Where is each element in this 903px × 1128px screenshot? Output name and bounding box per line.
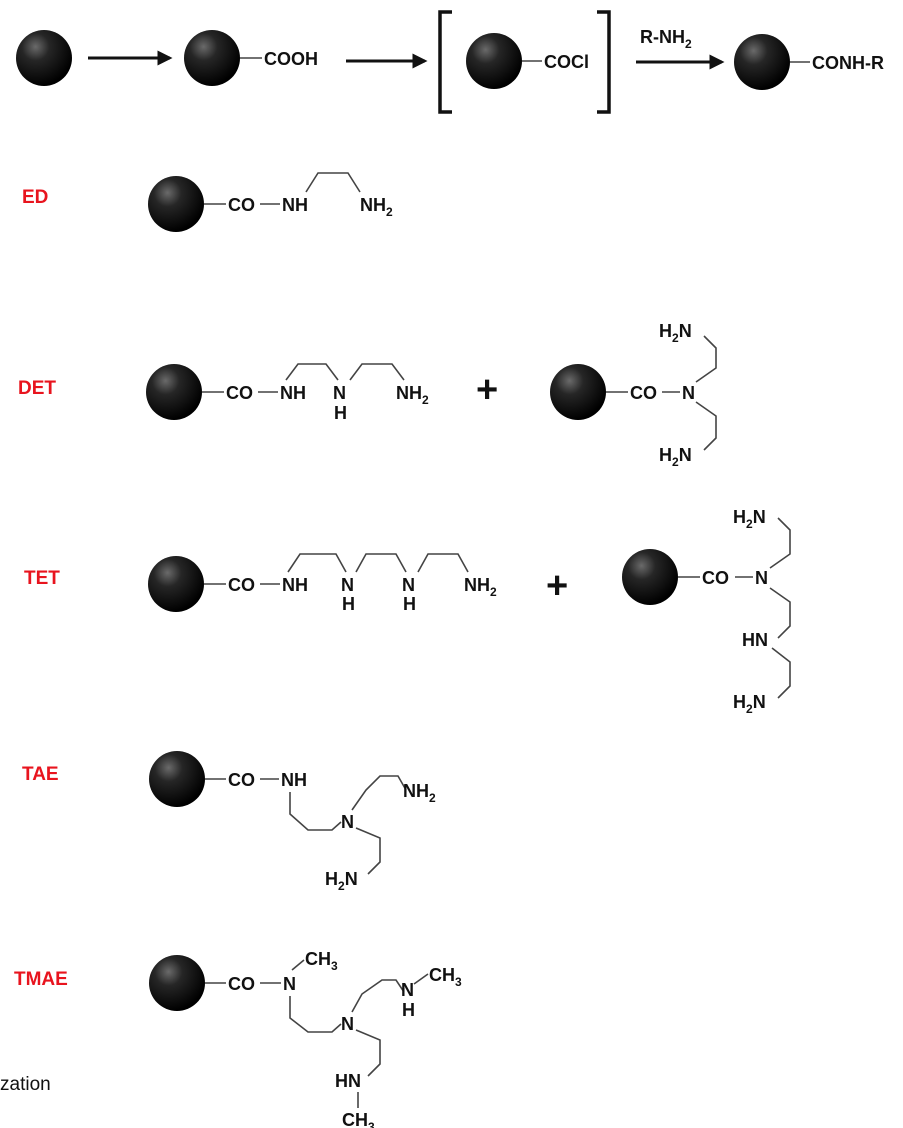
carbonyl: CO (228, 195, 255, 215)
amine-det: DET CO NH N H NH2 + CO N H2N H2N (18, 321, 717, 469)
tertiary-n: N (341, 1014, 354, 1034)
nanoparticle (149, 955, 205, 1011)
methyl-n: N (283, 974, 296, 994)
nanoparticle (148, 556, 204, 612)
methyl-bond (413, 973, 429, 985)
plus-sign: + (476, 369, 498, 411)
ethylene-bridge (417, 553, 469, 573)
secondary-hn: HN (742, 630, 768, 650)
carbonyl: CO (228, 770, 255, 790)
amine-nh2: NH2 (396, 383, 429, 407)
nanoparticle (184, 30, 240, 86)
conh-r-group: CONH-R (812, 53, 884, 73)
secondary-h: H (402, 1000, 415, 1020)
amine-nh2: NH2 (360, 195, 393, 219)
amine-label-tet: TET (24, 568, 60, 589)
secondary-h: H (403, 594, 416, 614)
tertiary-n: N (755, 568, 768, 588)
ethylene-bridge (349, 363, 405, 381)
tertiary-n: N (341, 812, 354, 832)
caption-fragment: zation (0, 1074, 51, 1095)
nanoparticle (149, 751, 205, 807)
amide-nh: NH (281, 770, 307, 790)
methyl-group: CH3 (342, 1110, 375, 1128)
amine-label-tae: TAE (22, 764, 59, 785)
secondary-n: N (333, 383, 346, 403)
methyl-bond (291, 959, 305, 971)
ethylene-bridge (289, 996, 342, 1033)
bracket-right (597, 10, 611, 114)
reagent-label: R-NH2 (640, 27, 692, 51)
amine-ed: ED CO NH NH2 (22, 172, 393, 232)
terminal-h2n: H2N (733, 507, 766, 531)
amine-label-ed: ED (22, 187, 48, 208)
carbonyl: CO (228, 974, 255, 994)
methyl-group: CH3 (429, 965, 462, 989)
carbonyl: CO (702, 568, 729, 588)
ethyl-arm-lower (355, 827, 381, 875)
nanoparticle (734, 34, 790, 90)
ethylene-bridge (355, 553, 407, 573)
ethyl-arm-lower (695, 401, 717, 451)
ethylene-bridge (287, 553, 347, 573)
amine-tet: TET CO NH N H N H NH2 + CO N H2N HN H2N (24, 507, 791, 716)
terminal-h2n: H2N (659, 445, 692, 469)
nanoparticle (148, 176, 204, 232)
amine-tae: TAE CO NH N NH2 H2N (22, 751, 436, 893)
nanoparticle (146, 364, 202, 420)
ethyl-arm-upper (351, 775, 407, 811)
terminal-h2n: H2N (733, 692, 766, 716)
methyl-n: N (401, 980, 414, 1000)
amine-label-tmae: TMAE (14, 969, 68, 990)
terminal-h2n: H2N (325, 869, 358, 893)
tertiary-n: N (682, 383, 695, 403)
cooh-group: COOH (264, 49, 318, 69)
plus-sign: + (546, 565, 568, 607)
ethyl-arm-lower (355, 1029, 381, 1077)
carbonyl: CO (228, 575, 255, 595)
bracket-left (438, 10, 452, 114)
carbonyl: CO (630, 383, 657, 403)
ethyl-arm-upper (769, 517, 791, 569)
ethyl-arm-terminal (771, 647, 791, 699)
secondary-hn: HN (335, 1071, 361, 1091)
amide-nh: NH (282, 195, 308, 215)
ethylene-bridge (305, 172, 361, 193)
cocl-group: COCl (544, 52, 589, 72)
amine-nh2: NH2 (403, 781, 436, 805)
ethylene-bridge (285, 363, 339, 381)
secondary-n: N (402, 575, 415, 595)
reaction-scheme: COOH COCl R-NH2 CONH-R (16, 10, 884, 114)
ethyl-arm-upper (351, 979, 405, 1013)
nanoparticle (16, 30, 72, 86)
ethyl-arm-upper (695, 335, 717, 383)
ethylene-bridge (289, 792, 342, 831)
nanoparticle (466, 33, 522, 89)
amine-label-det: DET (18, 378, 56, 399)
amide-nh: NH (280, 383, 306, 403)
ethyl-arm-lower (769, 587, 791, 639)
secondary-n: N (341, 575, 354, 595)
secondary-h: H (334, 403, 347, 423)
amide-nh: NH (282, 575, 308, 595)
nanoparticle (622, 549, 678, 605)
nanoparticle (550, 364, 606, 420)
methyl-group: CH3 (305, 949, 338, 973)
amine-tmae: TMAE CO N CH3 N N H CH3 HN CH3 (14, 949, 462, 1128)
carbonyl: CO (226, 383, 253, 403)
secondary-h: H (342, 594, 355, 614)
amine-nh2: NH2 (464, 575, 497, 599)
terminal-h2n: H2N (659, 321, 692, 345)
